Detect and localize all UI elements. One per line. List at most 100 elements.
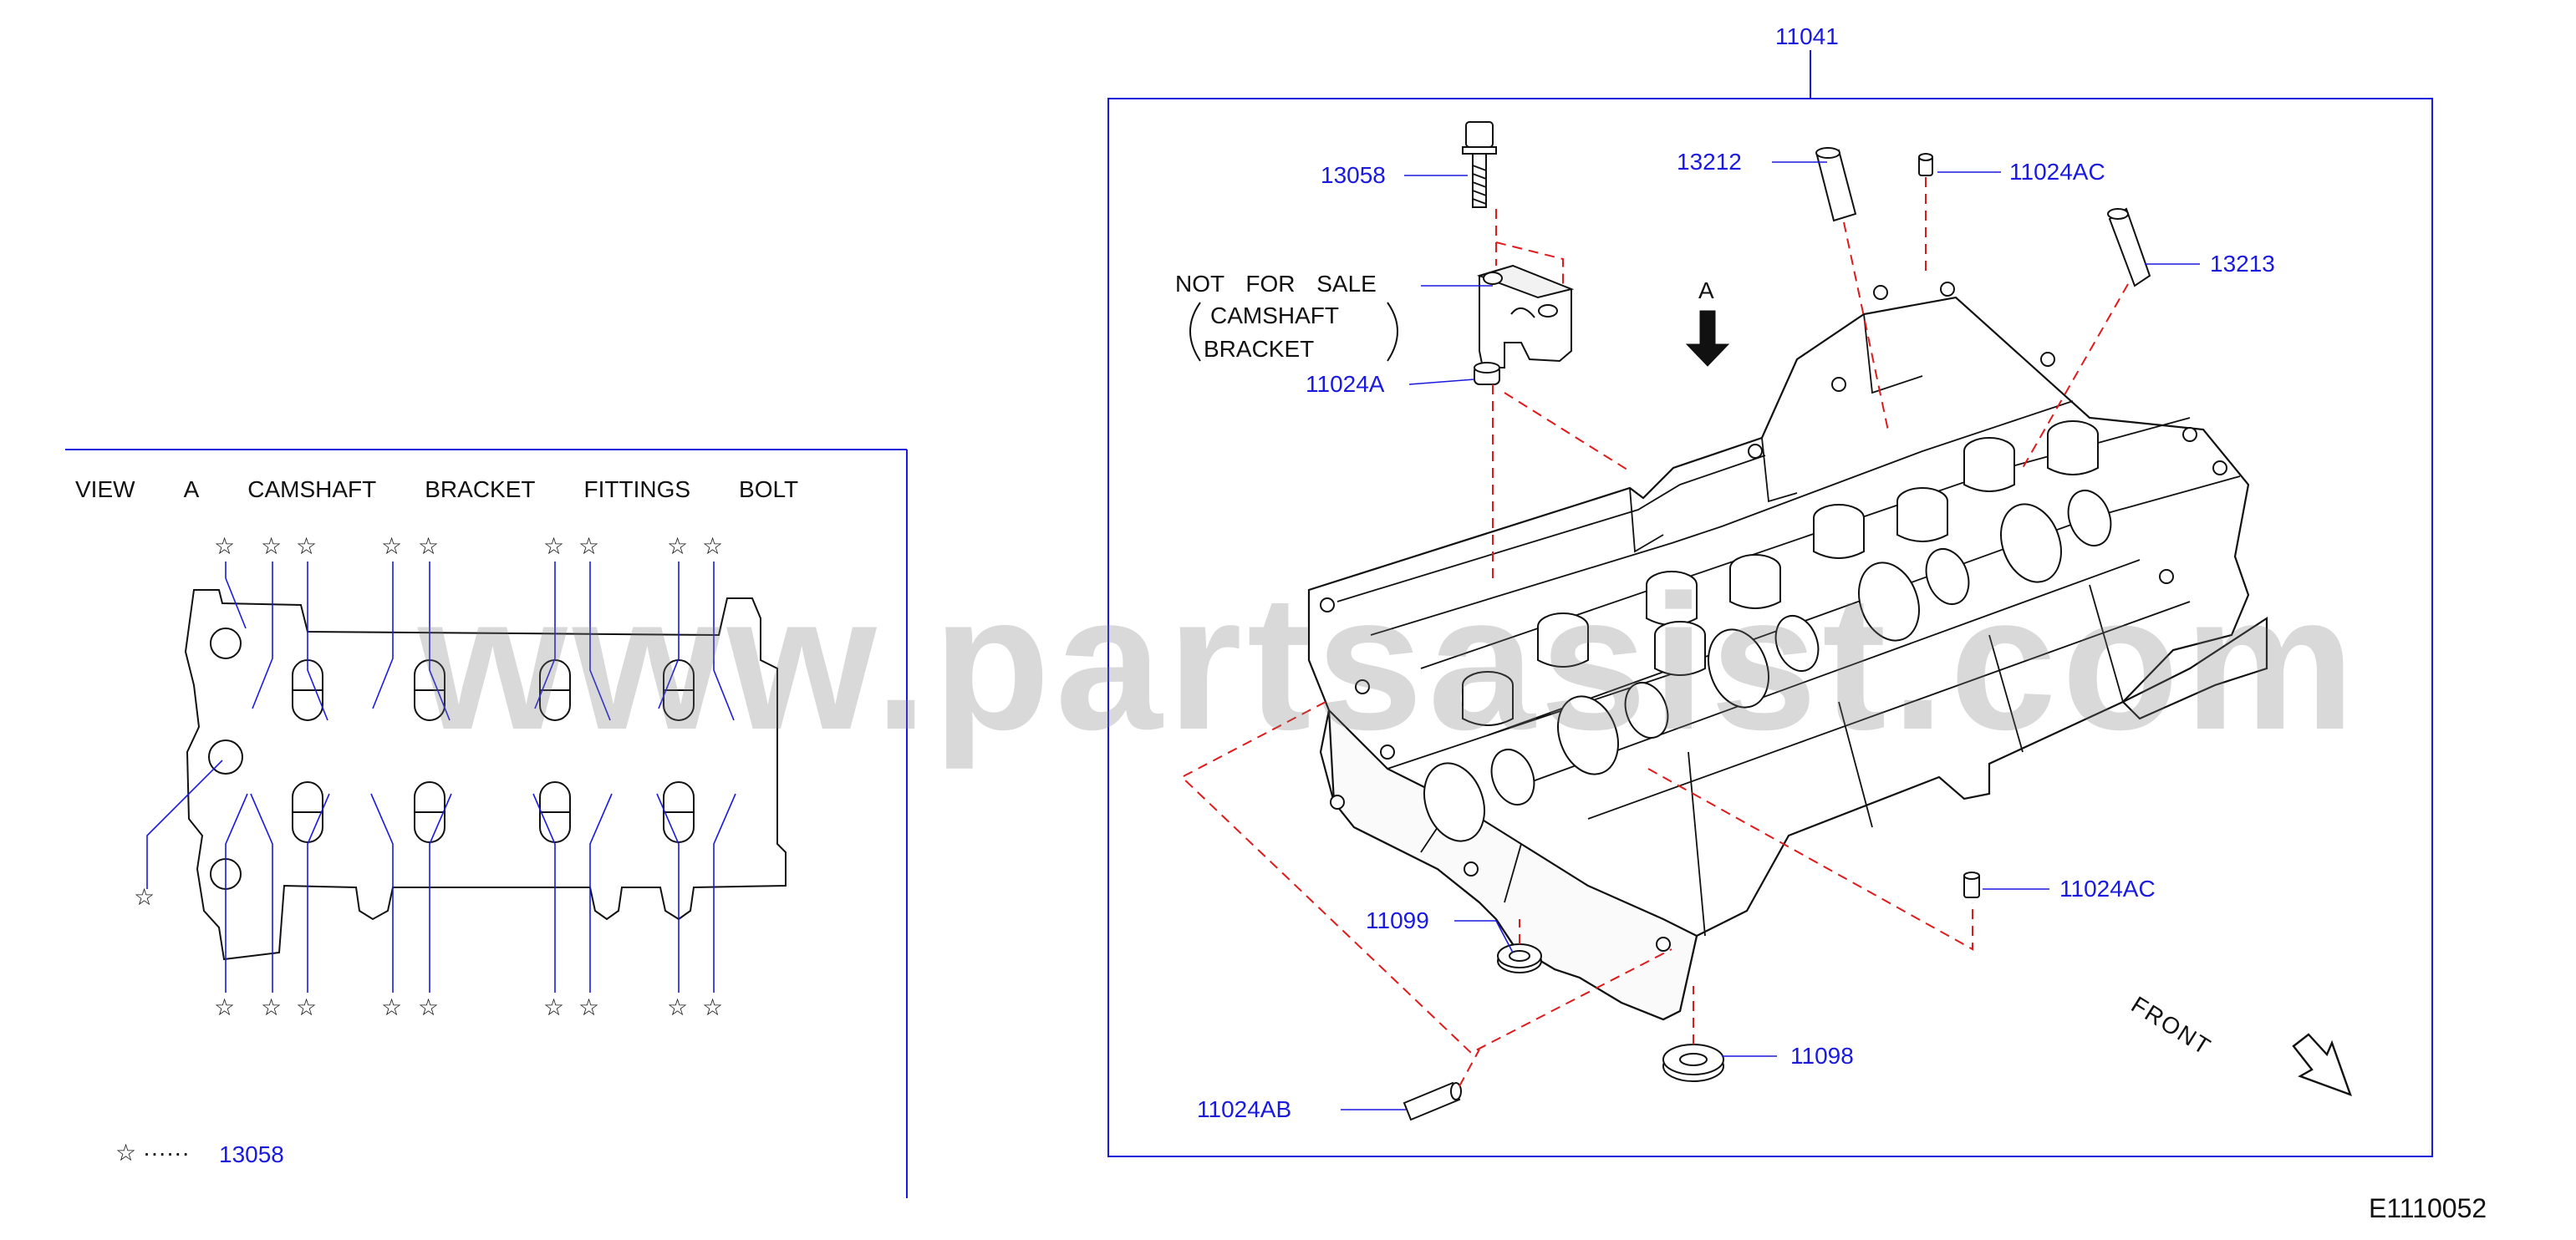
view-leader-bottom <box>656 793 680 993</box>
bolt-position-star: ☆ <box>134 884 155 910</box>
view-title-word: BOLT <box>739 476 799 502</box>
combustion-port-small <box>1774 615 1820 672</box>
legend-symbol: ☆ ······ <box>115 1140 190 1166</box>
cam-journal-side <box>1537 627 1589 668</box>
view-leader-bottom <box>429 793 452 993</box>
view-a-panel-frame <box>65 449 908 1198</box>
camshaft-bracket <box>1476 264 1575 368</box>
watermark-text: www.partsasist.com <box>418 555 2360 770</box>
bolt-hole <box>1464 861 1479 877</box>
bolt-hole <box>1320 597 1335 612</box>
view-arrow-label: A <box>1698 277 1714 303</box>
combustion-port <box>1858 562 1920 642</box>
combustion-port <box>2000 503 2062 583</box>
view-a-title: VIEW A CAMSHAFT BRACKET FITTINGS BOLT <box>75 478 847 501</box>
cam-journal-side <box>1654 635 1706 676</box>
bolt-position-star: ☆ <box>543 533 565 559</box>
bolt-position-star: ☆ <box>578 994 600 1020</box>
bolt-hole <box>1873 285 1888 300</box>
view-title-word: A <box>183 476 200 502</box>
bolt-hole <box>2159 569 2174 584</box>
view-leader-bottom <box>713 793 736 993</box>
combustion-port <box>1708 628 1769 709</box>
front-arrow <box>2292 1033 2352 1097</box>
note-camshaft: CAMSHAFT <box>1210 302 1339 328</box>
view-title-word: FITTINGS <box>583 476 691 502</box>
alignment-dashes <box>1180 177 2129 1087</box>
part-number-11024ac-top[interactable]: 11024AC <box>2009 159 2105 185</box>
view-leader-bottom <box>250 793 273 993</box>
cam-journal-side <box>1729 568 1781 609</box>
part-number-11041[interactable]: 11041 <box>1775 23 1839 49</box>
cam-journal-side <box>1462 685 1514 726</box>
bolt-hole <box>2212 460 2227 475</box>
part-number-11099[interactable]: 11099 <box>1366 907 1429 933</box>
bolt-hole <box>1656 937 1671 952</box>
cam-journal-side <box>1896 501 1948 542</box>
view-leader-top <box>658 562 680 709</box>
part-number-11024ab[interactable]: 11024AB <box>1197 1096 1292 1122</box>
part-number-13213[interactable]: 13213 <box>2210 251 2275 277</box>
bolt-position-star: ☆ <box>578 533 600 559</box>
bolt-hole <box>1940 282 1955 297</box>
bolt-hole <box>1748 444 1763 459</box>
cam-journal-side <box>1813 518 1865 559</box>
view-leader-top <box>252 562 273 709</box>
pin-11024a-drawing <box>1474 362 1500 385</box>
bolt-position-star: ☆ <box>702 533 724 559</box>
assembly-frame <box>1107 50 2433 1157</box>
bolt-position-star: ☆ <box>296 994 318 1020</box>
combustion-port-small <box>1490 749 1535 805</box>
bolt-position-star: ☆ <box>261 994 283 1020</box>
combustion-port <box>1423 762 1485 842</box>
bolt-hole <box>2182 427 2197 442</box>
cam-journal-side <box>2047 435 2099 475</box>
view-a-head-outline <box>184 589 787 961</box>
view-leader-bottom <box>532 793 556 993</box>
part-number-11098[interactable]: 11098 <box>1790 1043 1854 1069</box>
view-leader-top <box>429 562 451 721</box>
part-leaders <box>1341 161 2200 1110</box>
bolt-hole <box>1831 377 1846 392</box>
bolt-position-star: ☆ <box>702 994 724 1020</box>
part-number-11024a[interactable]: 11024A <box>1306 371 1385 397</box>
dowels-11024ac <box>1918 153 1980 898</box>
bolt-hole <box>1355 679 1370 694</box>
view-leader-bottom <box>370 793 394 993</box>
note-bracket: BRACKET <box>1204 336 1315 362</box>
combustion-port-small <box>1925 548 1970 605</box>
note-not-for-sale: NOT FOR SALE <box>1175 271 1377 297</box>
view-leader-top <box>372 562 394 709</box>
bolt-position-star: ☆ <box>214 533 236 559</box>
bolt-hole <box>2040 352 2055 367</box>
legend-part-number-13058[interactable]: 13058 <box>219 1141 284 1167</box>
cylinder-head-ports <box>1320 282 2227 952</box>
view-leader-side <box>146 760 223 889</box>
bolt-position-star: ☆ <box>543 994 565 1020</box>
view-title-word: CAMSHAFT <box>247 476 377 502</box>
bolt-hole <box>1330 795 1345 810</box>
part-number-13212[interactable]: 13212 <box>1677 149 1742 175</box>
view-leader-top <box>225 562 247 629</box>
view-a-arrow <box>1685 310 1730 367</box>
view-leader-top <box>534 562 556 709</box>
part-number-13058[interactable]: 13058 <box>1321 162 1386 188</box>
view-leader-bottom <box>225 793 248 993</box>
view-title-word: BRACKET <box>425 476 536 502</box>
valve-guides <box>1815 147 2151 287</box>
bolt-position-star: ☆ <box>381 533 403 559</box>
bolt-position-star: ☆ <box>296 533 318 559</box>
bolt-position-star: ☆ <box>667 994 689 1020</box>
view-leader-top <box>307 562 328 721</box>
view-leader-top <box>713 562 735 721</box>
view-title-word: VIEW <box>75 476 135 502</box>
bolt-13058-drawing <box>1462 121 1497 208</box>
diagram-id: E1110052 <box>2369 1193 2487 1223</box>
view-leader-bottom <box>589 793 613 993</box>
combustion-port-small <box>2067 490 2112 546</box>
part-number-11024ac-bottom[interactable]: 11024AC <box>2059 876 2156 902</box>
combustion-port-small <box>1624 682 1669 739</box>
bolt-hole <box>1380 745 1395 760</box>
